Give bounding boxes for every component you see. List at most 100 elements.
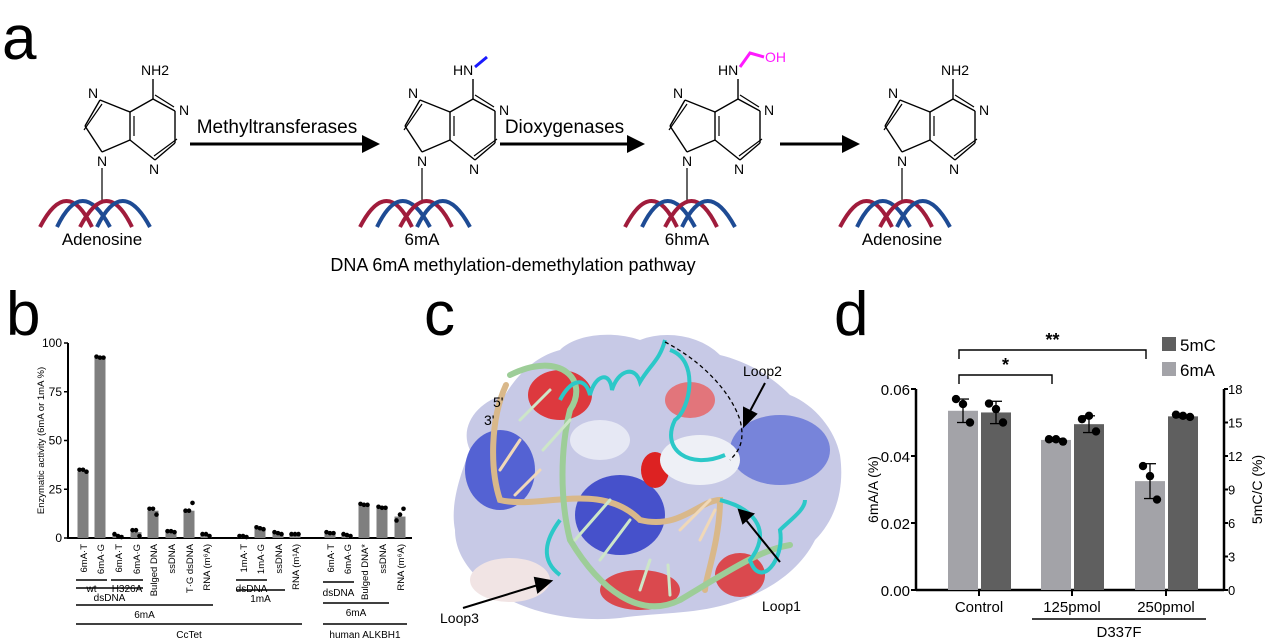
data-point <box>147 506 152 512</box>
data-point <box>112 531 117 537</box>
data-point <box>137 533 142 539</box>
data-point <box>331 530 336 536</box>
data-point <box>327 530 333 536</box>
group-label: 6mA <box>346 608 367 619</box>
loop3-label: Loop3 <box>440 610 479 626</box>
arrow-head-icon <box>627 135 645 153</box>
data-point <box>186 508 192 513</box>
protein-helices <box>544 339 807 577</box>
y-tick-label: 25 <box>49 482 63 496</box>
x-tick-label: 125pmol <box>1043 599 1101 616</box>
data-point <box>1178 411 1188 420</box>
group-label: wt <box>86 584 97 595</box>
data-point <box>1171 410 1181 419</box>
double-bond <box>739 94 760 108</box>
y-tick-label: 100 <box>42 336 62 350</box>
group-label: D337F <box>1096 624 1141 641</box>
dna-strand-blue <box>95 199 152 228</box>
bond <box>684 99 716 113</box>
bond <box>449 139 476 161</box>
dna-strand-blue <box>375 199 432 228</box>
bar <box>376 507 388 538</box>
dna-strand-blue <box>640 199 697 228</box>
data-point <box>965 418 975 427</box>
data-point <box>1145 471 1155 481</box>
loop2-label: Loop2 <box>743 363 782 379</box>
double-bond <box>154 94 175 108</box>
data-point <box>1051 435 1061 444</box>
bar <box>394 516 406 538</box>
data-point <box>1044 435 1054 444</box>
data-point <box>97 355 103 360</box>
double-bond <box>668 103 688 131</box>
y-axis-label: Enzymatic activity (6mA or 1mA %) <box>36 367 47 514</box>
bar <box>200 535 212 538</box>
data-point <box>165 528 170 534</box>
y-tick-label: 75 <box>49 385 63 399</box>
double-bond <box>883 103 903 131</box>
data-point <box>401 506 406 512</box>
legend-label: 6mA <box>1180 361 1216 380</box>
atom-label: N <box>897 153 907 169</box>
bar <box>94 357 106 538</box>
x-tick-label: 6mA·T <box>114 544 125 573</box>
atom-label: N <box>408 85 418 101</box>
bar <box>358 504 370 538</box>
data-point <box>394 518 399 523</box>
data-point <box>279 531 284 537</box>
bond <box>129 139 156 161</box>
molecule-name: 6hmA <box>665 230 710 249</box>
arrow-label-2: Dioxygenases <box>505 117 624 138</box>
dna-strand-blue <box>855 199 912 228</box>
data-point <box>379 505 385 511</box>
data-point <box>383 505 388 511</box>
y-tick-label-left: 0.02 <box>881 516 910 533</box>
bond <box>901 139 931 153</box>
data-point <box>94 354 99 359</box>
bond <box>686 139 716 153</box>
x-tick-label: Bulged DNA* <box>360 544 371 600</box>
amine-label: HN <box>718 62 738 78</box>
y-tick-label-left: 0.00 <box>881 583 910 600</box>
y-tick-label: 0 <box>55 531 62 545</box>
y-tick-label-right: 6 <box>1228 516 1235 531</box>
data-point <box>257 525 263 531</box>
bar <box>183 510 195 538</box>
data-point <box>150 506 156 512</box>
data-point <box>341 531 346 537</box>
data-point <box>361 502 367 508</box>
significance-label: ** <box>1045 330 1059 350</box>
y-tick-label-right: 12 <box>1228 449 1242 464</box>
data-point <box>261 526 266 532</box>
bond <box>954 142 976 161</box>
data-point <box>272 529 277 535</box>
legend-swatch <box>1162 337 1176 351</box>
x-tick-label: Control <box>955 599 1003 616</box>
data-point <box>80 467 86 473</box>
atom-label: N <box>499 102 509 118</box>
group-label: 6mA <box>134 610 155 621</box>
dna-strands <box>490 362 793 610</box>
bond <box>84 99 101 127</box>
dna-strand-red <box>663 199 719 228</box>
bond <box>404 125 423 153</box>
data-point <box>358 501 363 507</box>
y-tick-label-right: 3 <box>1228 550 1235 565</box>
data-point <box>1138 461 1148 471</box>
atom-label: N <box>179 102 189 118</box>
data-point <box>101 355 106 360</box>
data-point <box>324 529 329 535</box>
five-prime-label: 5' <box>493 394 503 410</box>
y-tick-label-right: 18 <box>1228 382 1242 397</box>
data-point <box>275 530 281 536</box>
x-tick-label: 6mA·G <box>343 544 354 574</box>
bar <box>130 532 142 538</box>
data-point <box>344 532 350 538</box>
double-bond <box>474 94 495 108</box>
data-point <box>292 531 298 537</box>
bar-6mA <box>1041 439 1071 590</box>
bond <box>884 99 901 127</box>
data-point <box>397 512 403 517</box>
data-point <box>1185 412 1195 422</box>
